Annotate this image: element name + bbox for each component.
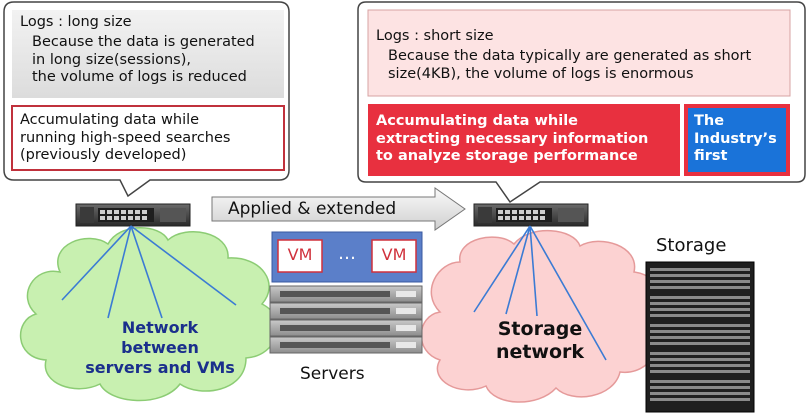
applied-extended-arrow — [211, 187, 466, 231]
right-accum-banner — [368, 104, 680, 176]
right-switch-icon — [473, 203, 589, 227]
left-accum-box — [11, 105, 285, 171]
vm-left-label: VM — [287, 245, 313, 264]
left-log-title: Logs : long size — [20, 14, 132, 30]
right-accum-text: Accumulating data while extracting neces… — [376, 113, 649, 164]
industry-first-badge — [688, 108, 786, 172]
right-log-title: Logs : short size — [376, 28, 494, 44]
applied-extended-label: Applied & extended — [228, 199, 397, 219]
storage-cloud-label: Storage network — [495, 318, 585, 363]
network-cloud — [20, 227, 279, 402]
vm-box-right — [371, 239, 417, 273]
left-accum-text: Accumulating data while running high-spe… — [20, 112, 231, 163]
vm-box-left — [277, 239, 323, 273]
industry-first-text: The Industry’s first — [694, 113, 777, 164]
network-cloud-label: Network between servers and VMs — [85, 318, 235, 377]
storage-rack-icon — [645, 261, 755, 413]
right-log-body: Because the data typically are generated… — [388, 48, 752, 82]
server-stack-icon — [269, 285, 423, 354]
left-network-lines — [61, 225, 237, 319]
right-network-lines — [473, 225, 607, 361]
storage-label: Storage — [656, 235, 727, 256]
left-log-body: Because the data is generated in long si… — [32, 34, 255, 85]
vm-right-label: VM — [381, 245, 407, 264]
left-switch-icon — [75, 203, 191, 227]
vm-dots-label: … — [338, 243, 356, 264]
left-log-box — [12, 10, 284, 98]
servers-label: Servers — [300, 364, 365, 384]
right-log-box — [367, 9, 791, 97]
storage-cloud — [420, 230, 662, 403]
